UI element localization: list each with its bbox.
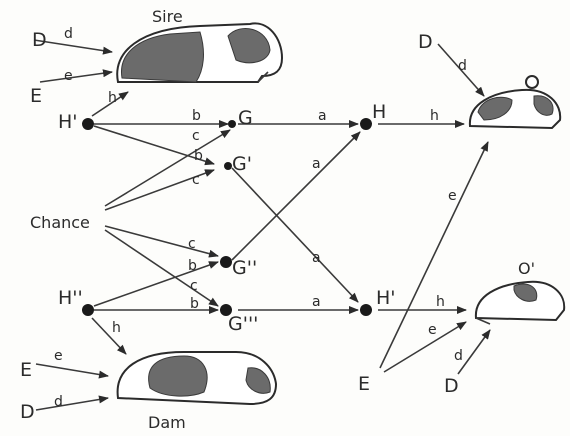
label-h2: H'' [58, 287, 83, 309]
path-e-to-dam [35, 363, 109, 379]
dam-guinea-pig [116, 351, 278, 406]
nodes [82, 118, 372, 316]
path-c-chance-to-g [104, 129, 231, 207]
label-g: G [238, 107, 253, 129]
label-d-o: D [418, 31, 433, 53]
node-g1 [224, 162, 232, 170]
path-d-to-dam [35, 395, 109, 411]
path-letter-b: b [192, 108, 201, 124]
path-letter-c: c [192, 172, 200, 188]
path-d-to-op [457, 329, 491, 375]
path-e-to-o [379, 141, 489, 369]
node-g [228, 120, 236, 128]
sire-guinea-pig [116, 22, 284, 83]
label-dam: Dam [148, 413, 186, 432]
path-c-chance-to-g1 [104, 169, 215, 211]
path-letter-d: d [64, 26, 73, 42]
path-letter-b: b [188, 258, 197, 274]
path-letter-e: e [428, 322, 437, 338]
offspring-o-guinea-pig [468, 75, 562, 130]
labels: Sire D E H' G G' Chance G'' G''' H'' H H… [20, 7, 535, 432]
path-b-h1-to-g1 [93, 125, 215, 166]
path-letter-a: a [312, 250, 321, 266]
path-d-to-o [437, 43, 485, 97]
path-b-h2-to-g2 [93, 261, 219, 307]
node-h1 [82, 118, 94, 130]
label-g1: G' [232, 153, 252, 175]
label-g2: G'' [232, 257, 257, 279]
path-letter-d: d [54, 394, 63, 410]
node-g3 [220, 304, 232, 316]
path-letter-d: d [458, 58, 467, 74]
path-h-sire-to-h1 [91, 91, 129, 117]
path-e-to-sire [39, 69, 113, 83]
path-letter-a: a [312, 156, 321, 172]
node-h [360, 118, 372, 130]
label-h: H [372, 101, 386, 123]
label-d-top: D [32, 29, 47, 51]
node-h2 [82, 304, 94, 316]
path-letter-e: e [448, 188, 457, 204]
path-d-to-sire [33, 39, 113, 55]
path-letter-c: c [188, 236, 196, 252]
path-letter-h: h [436, 294, 445, 310]
path-letter-b: b [190, 296, 199, 312]
label-hp: H' [376, 287, 396, 309]
node-g2 [220, 256, 232, 268]
path-letter-a: a [318, 108, 327, 124]
path-a-g1-to-hp [231, 167, 359, 303]
path-letter-h: h [108, 90, 117, 106]
path-c-chance-to-g3 [104, 229, 219, 307]
path-letter-c: c [192, 128, 200, 144]
node-hp [360, 304, 372, 316]
path-letter-h: h [430, 108, 439, 124]
path-letter-b: b [194, 148, 203, 164]
path-letter-c: c [190, 278, 198, 294]
path-lines [33, 39, 491, 411]
path-letter-e: e [64, 68, 73, 84]
label-e-bottom: E [358, 373, 370, 395]
label-op: O' [518, 259, 535, 278]
label-g3: G''' [228, 313, 258, 335]
path-a-g2-to-h [231, 131, 361, 261]
offspring-o-prime-guinea-pig [474, 280, 566, 325]
path-c-chance-to-g2 [104, 225, 219, 258]
label-sire: Sire [152, 7, 183, 26]
path-e-to-op [383, 321, 467, 373]
label-e-dam: E [20, 359, 32, 381]
label-chance: Chance [30, 213, 90, 232]
path-letter-e: e [54, 348, 63, 364]
path-letter-d: d [454, 348, 463, 364]
label-h1: H' [58, 111, 78, 133]
path-letters: d e h b c b c a a a a h h d e e d c b c … [54, 26, 467, 410]
path-letter-h: h [112, 320, 121, 336]
label-e-top: E [30, 85, 42, 107]
label-d-op: D [444, 375, 459, 397]
label-d-dam: D [20, 401, 35, 423]
path-letter-a: a [312, 294, 321, 310]
path-h-dam-to-h2 [91, 317, 127, 355]
